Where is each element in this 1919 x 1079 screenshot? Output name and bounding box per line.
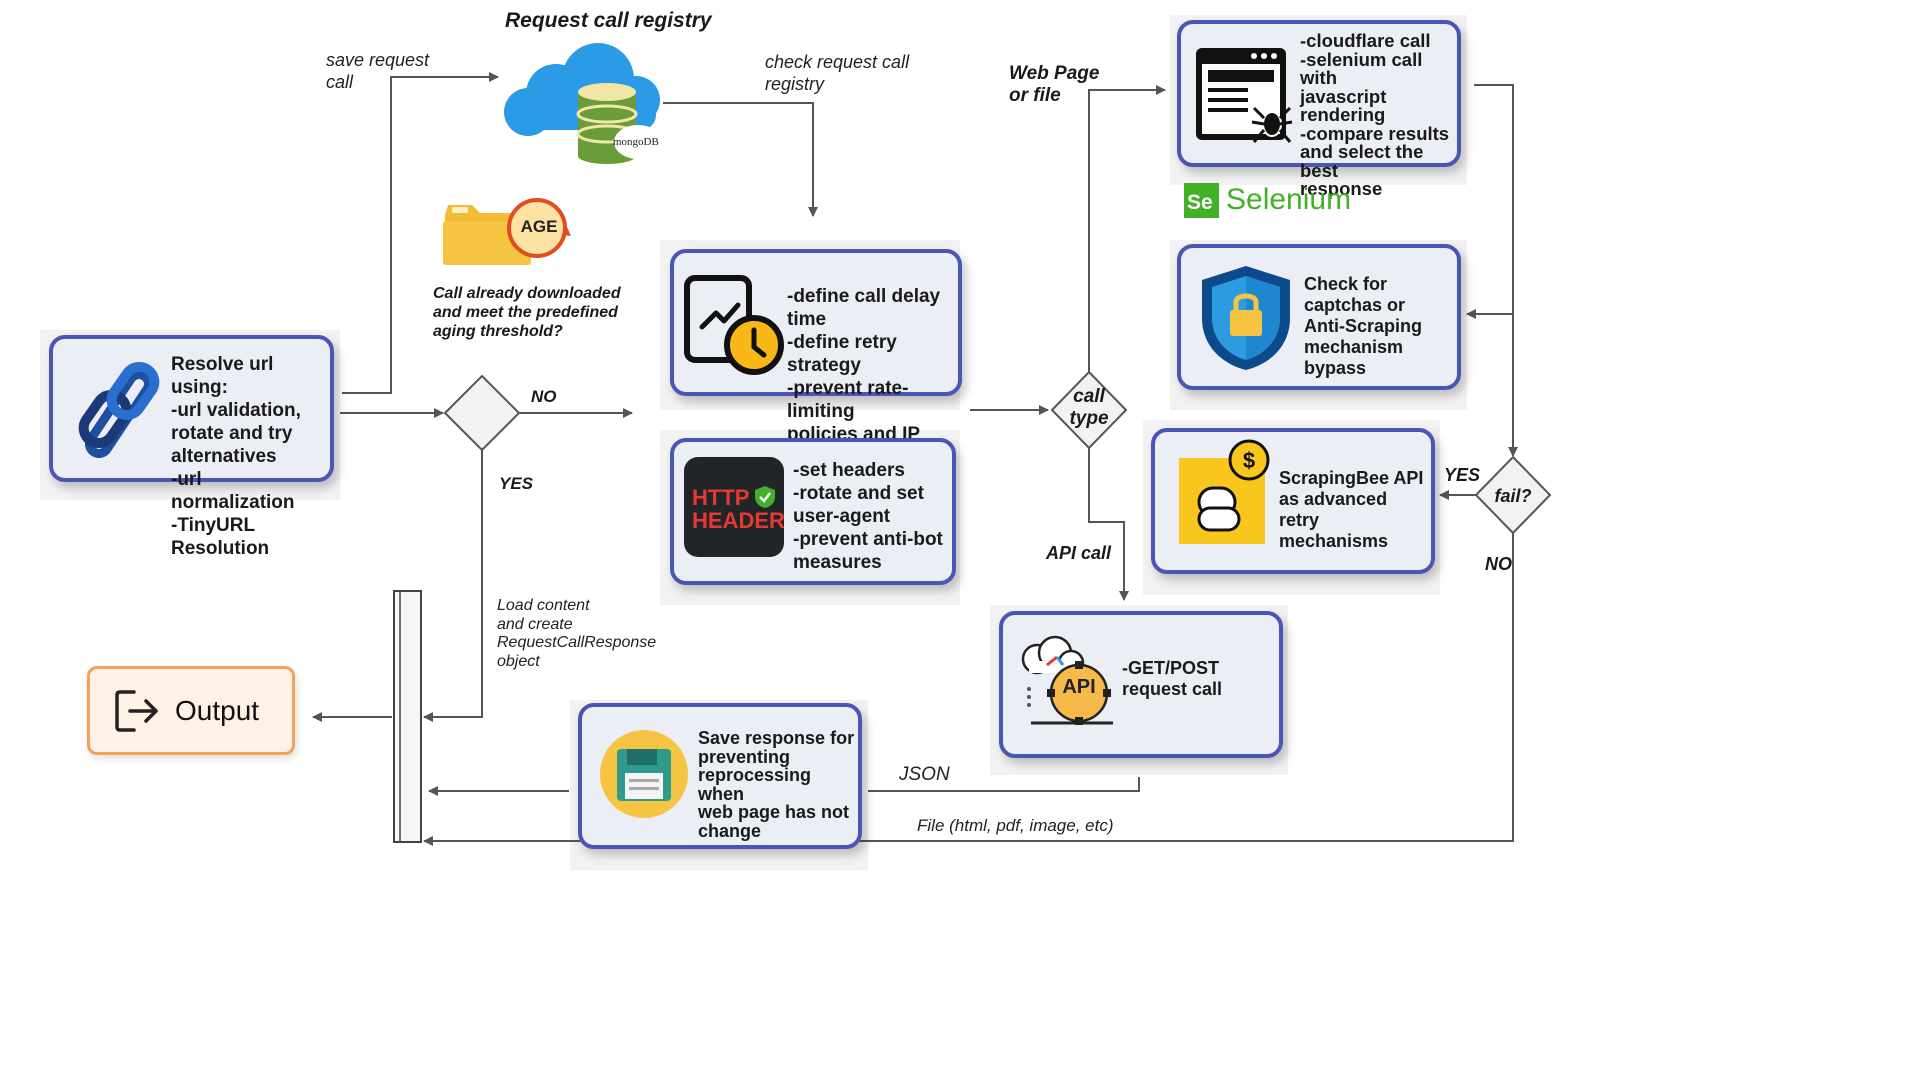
selenium-box: -cloudflare call -selenium call with jav… (1177, 20, 1461, 198)
arrow-json (868, 777, 1140, 792)
web-page-label: Web Page or file (1009, 63, 1100, 106)
decision-diamond-call-type (1050, 370, 1128, 450)
arrow-selenium-to-fail (1474, 84, 1518, 457)
resolve-url-box: Resolve url using: -url validation, rota… (49, 335, 334, 559)
save-request-label: save request call (326, 50, 430, 92)
cloud-database-icon (504, 43, 662, 164)
svg-text:$: $ (1243, 448, 1255, 473)
header-text: HEADER (692, 508, 785, 533)
json-label: JSON (899, 764, 950, 785)
header-rotation-box: HTTP HEADER -set headers -rotate and set… (670, 438, 956, 585)
collector-bar (393, 590, 422, 843)
file-label: File (html, pdf, image, etc) (917, 816, 1114, 835)
floppy-save-icon (600, 730, 688, 818)
check-registry-label: check request call registry (765, 52, 910, 94)
api-call-label: API call (1046, 543, 1112, 563)
arrow-api-call (1088, 448, 1129, 601)
output-node: Output (87, 666, 295, 755)
load-content-label: Load content and create RequestCallRespo… (497, 597, 657, 670)
arrow-check-registry (663, 102, 818, 217)
selenium-logo-text: Selenium (1226, 183, 1352, 216)
exit-arrow-icon (115, 690, 158, 732)
api-icon-label: API (1062, 676, 1096, 698)
selenium-logo-icon: Se (1184, 183, 1219, 218)
folder-age-icon (443, 198, 571, 265)
browser-spider-icon (1196, 48, 1293, 143)
registry-title: Request call registry (505, 9, 712, 32)
decision-diamond-fail (1474, 455, 1552, 535)
shield-lock-icon (1202, 266, 1290, 370)
scrapingbee-text: ScrapingBee API as advanced retry mechan… (1279, 468, 1424, 551)
captcha-box: Check for captchas or Anti-Scraping mech… (1177, 244, 1461, 390)
save-response-text: Save response for preventing reprocessin… (698, 728, 855, 841)
chart-clock-icon (684, 275, 784, 375)
selenium-text: -cloudflare call -selenium call with jav… (1300, 30, 1450, 199)
yes-label-2: YES (1444, 465, 1481, 485)
selenium-logo-mark: Se (1187, 191, 1213, 214)
arrow-save-request (342, 72, 499, 394)
call-type-label: call type (1069, 386, 1109, 429)
delay-strategy-box: -define call delay time -define retry st… (670, 249, 962, 468)
scrapingbee-pill-icon: $ (1179, 439, 1270, 544)
yes-label-1: YES (499, 474, 534, 493)
already-downloaded-question: Call already downloaded and meet the pre… (433, 285, 621, 340)
arrow-yes-branch (423, 449, 483, 722)
no-label-2: NO (1485, 554, 1512, 574)
age-badge-text: AGE (520, 217, 558, 236)
http-header-icon: HTTP HEADER (684, 457, 785, 557)
fail-label: fail? (1494, 486, 1532, 506)
no-label-1: NO (531, 387, 557, 406)
scrapingbee-box: $ ScrapingBee API as advanced retry mech… (1151, 428, 1435, 574)
http-text: HTTP (692, 485, 750, 510)
decision-diamond-downloaded (443, 374, 521, 452)
captcha-text: Check for captchas or Anti-Scraping mech… (1304, 274, 1423, 378)
api-request-box: API -GET/POST request call (999, 611, 1283, 758)
chain-link-icon (78, 361, 160, 458)
mongodb-label: mongoDB (613, 136, 659, 148)
save-response-box: Save response for preventing reprocessin… (578, 703, 862, 849)
header-rotation-text: -set headers -rotate and set user-agent … (793, 460, 943, 573)
output-label: Output (175, 695, 260, 726)
api-gear-cloud-icon (1021, 635, 1113, 725)
shield-check-icon (755, 486, 775, 508)
arrow-web-page (1088, 85, 1166, 372)
api-request-text: -GET/POST request call (1122, 658, 1223, 699)
resolve-url-text: Resolve url using: -url validation, rota… (171, 354, 301, 559)
